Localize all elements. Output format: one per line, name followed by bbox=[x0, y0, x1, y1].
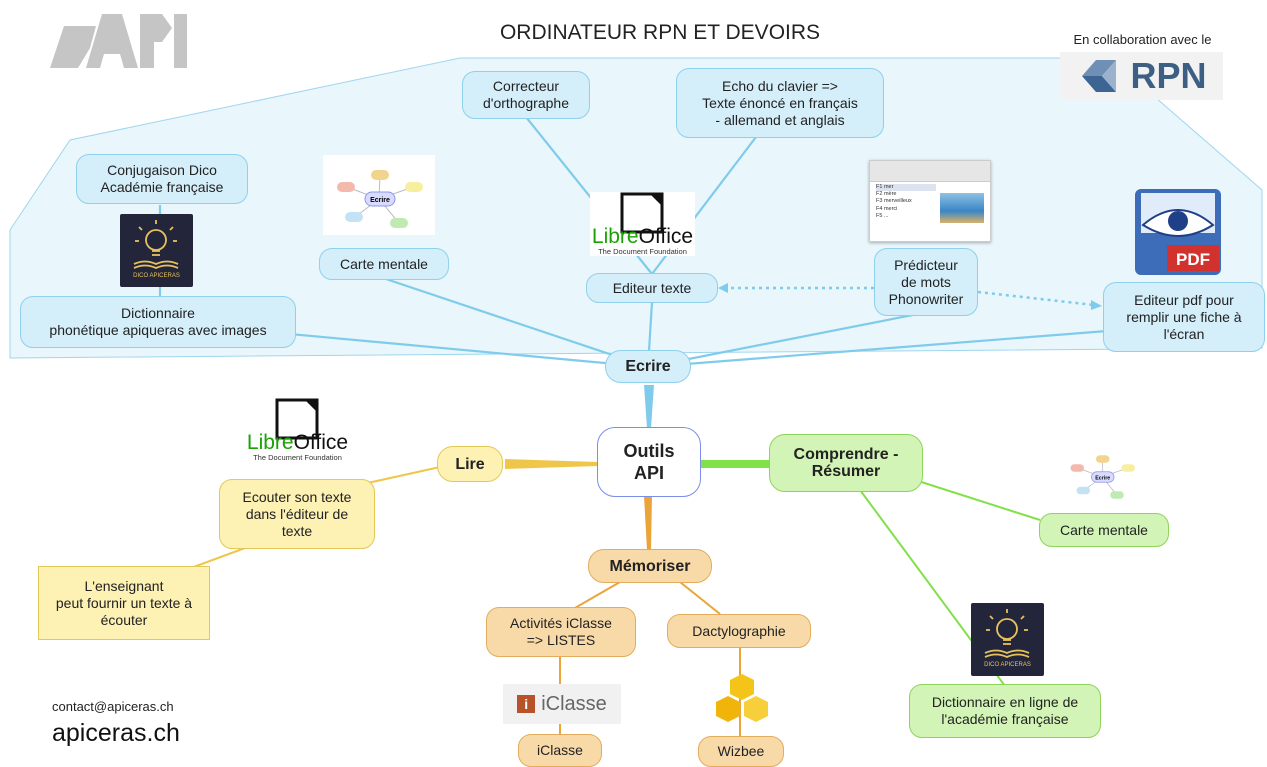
wizbee-node[interactable]: Wizbee bbox=[698, 736, 784, 767]
rpn-logo-text: RPN bbox=[1130, 55, 1207, 96]
phono-word: F1 mer bbox=[876, 184, 936, 192]
mindmap-center-text: Ecrire bbox=[370, 197, 390, 204]
dactylographie-node[interactable]: Dactylographie bbox=[667, 614, 811, 648]
center-node[interactable]: Outils API bbox=[597, 427, 701, 497]
carte-mentale-comprendre-node[interactable]: Carte mentale bbox=[1039, 513, 1169, 547]
api-logo-graphic bbox=[50, 14, 187, 68]
enseignant-note[interactable]: L'enseignant peut fournir un texte à éco… bbox=[38, 566, 210, 640]
pdf-label: PDF bbox=[1176, 250, 1210, 269]
libreoffice-icon bbox=[620, 192, 664, 234]
phonowriter-word-list: F1 mer F2 mère F3 merveilleux F4 merci F… bbox=[876, 184, 936, 220]
collab-text: En collaboration avec le bbox=[1073, 32, 1212, 47]
iclasse-logo-text: iClasse bbox=[541, 692, 607, 715]
page-title: ORDINATEUR RPN ET DEVOIRS bbox=[499, 21, 821, 44]
carte-mentale-ecrire-node[interactable]: Carte mentale bbox=[319, 248, 449, 280]
editeur-texte-node[interactable]: Editeur texte bbox=[586, 273, 718, 303]
phonowriter-toolbar bbox=[870, 161, 990, 182]
predicteur-node[interactable]: Prédicteur de mots Phonowriter bbox=[874, 248, 978, 316]
conjugaison-node[interactable]: Conjugaison Dico Académie française bbox=[76, 154, 248, 204]
dico-apiceras-logo-2: DICO APICERAS bbox=[971, 603, 1044, 676]
rpn-cube-icon bbox=[1082, 60, 1117, 92]
contact-email[interactable]: contact@apiceras.ch bbox=[52, 699, 174, 714]
libreoffice-name-1: Libre bbox=[246, 431, 294, 454]
libreoffice-wordmark: LibreOffice bbox=[245, 432, 350, 453]
dico-tile-text: DICO APICERAS bbox=[984, 662, 1031, 668]
mindmap-icon: Ecrire bbox=[1070, 455, 1135, 499]
libreoffice-logo-ecrire: LibreOffice The Document Foundation bbox=[590, 192, 695, 256]
phono-word: F2 mère bbox=[876, 191, 897, 198]
pdf-editor-icon: PDF bbox=[1133, 187, 1223, 277]
iclasse-node[interactable]: iClasse bbox=[518, 734, 602, 767]
activites-iclasse-node[interactable]: Activités iClasse => LISTES bbox=[486, 607, 636, 657]
echo-clavier-node[interactable]: Echo du clavier => Texte énoncé en franç… bbox=[676, 68, 884, 138]
mindmap-icon: Ecrire bbox=[337, 170, 423, 228]
libreoffice-name-1: Libre bbox=[591, 225, 639, 248]
ecrire-node[interactable]: Ecrire bbox=[605, 350, 691, 383]
dico-tile-text: DICO APICERAS bbox=[133, 273, 180, 279]
libreoffice-name-2: Office bbox=[293, 431, 349, 454]
libreoffice-name-2: Office bbox=[638, 225, 694, 248]
wizbee-logo bbox=[712, 672, 772, 728]
libreoffice-wordmark: LibreOffice bbox=[590, 226, 695, 247]
dictionnaire-phonetique-node[interactable]: Dictionnaire phonétique apiqueras avec i… bbox=[20, 296, 296, 348]
dictionnaire-academie-node[interactable]: Dictionnaire en ligne de l'académie fran… bbox=[909, 684, 1101, 738]
phono-word: F4 merci bbox=[876, 205, 898, 212]
info-icon: i bbox=[517, 695, 536, 713]
iclasse-logo: i iClasse bbox=[503, 684, 621, 724]
api-logo bbox=[50, 8, 190, 76]
mindmap-thumbnail-comprendre: Ecrire bbox=[1060, 444, 1144, 504]
comprendre-node[interactable]: Comprendre - Résumer bbox=[769, 434, 923, 492]
ecouter-node[interactable]: Ecouter son texte dans l'éditeur de text… bbox=[219, 479, 375, 549]
website-link[interactable]: apiceras.ch bbox=[52, 719, 180, 747]
phonowriter-screenshot: F1 mer F2 mère F3 merveilleux F4 merci F… bbox=[869, 160, 991, 242]
editeur-pdf-node[interactable]: Editeur pdf pour remplir une fiche à l'é… bbox=[1103, 282, 1265, 352]
carte-mentale-thumbnail: Ecrire bbox=[323, 155, 435, 235]
phono-word: F3 merveilleux bbox=[876, 198, 912, 205]
lightbulb-book-icon bbox=[984, 609, 1030, 658]
libreoffice-sub: The Document Foundation bbox=[598, 247, 687, 256]
dico-apiceras-logo: DICO APICERAS bbox=[120, 214, 193, 287]
lightbulb-book-icon bbox=[133, 220, 179, 269]
honeycomb-icon bbox=[716, 674, 768, 722]
mindmap-center-text: Ecrire bbox=[1095, 475, 1110, 481]
libreoffice-sub: The Document Foundation bbox=[253, 453, 342, 462]
libreoffice-icon bbox=[275, 398, 319, 440]
memoriser-node[interactable]: Mémoriser bbox=[588, 549, 712, 583]
rpn-logo: RPN bbox=[1060, 52, 1223, 100]
phono-word: F5 ... bbox=[876, 212, 889, 219]
eye-pdf-icon: PDF bbox=[1135, 189, 1221, 275]
lire-node[interactable]: Lire bbox=[437, 446, 503, 482]
libreoffice-logo-lire: LibreOffice The Document Foundation bbox=[245, 398, 350, 462]
phonowriter-image bbox=[940, 193, 984, 223]
correcteur-node[interactable]: Correcteur d'orthographe bbox=[462, 71, 590, 119]
